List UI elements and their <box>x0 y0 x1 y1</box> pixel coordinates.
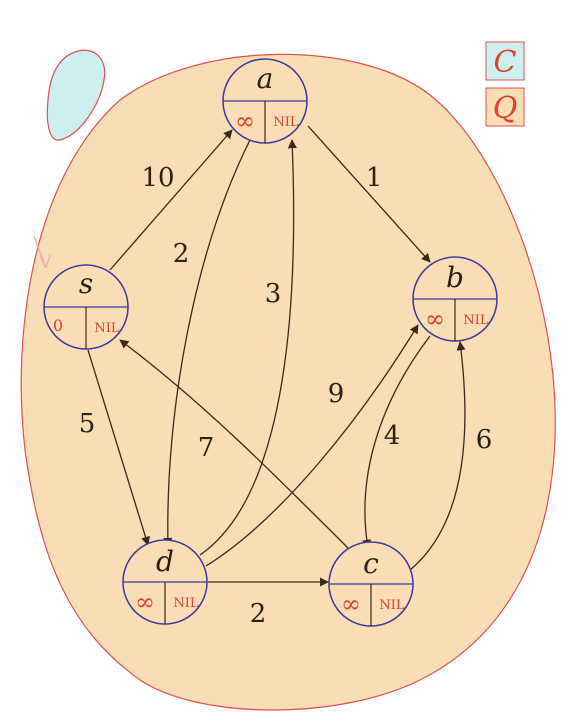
legend: C Q <box>485 41 525 127</box>
node-d-name: d <box>156 545 174 578</box>
weight-c-s: 7 <box>198 433 215 463</box>
node-c: c ∞ NIL <box>328 541 414 627</box>
edge-a-b <box>307 125 431 263</box>
node-s-pred: NIL <box>94 321 120 336</box>
edges <box>87 125 466 587</box>
legend-item-q: Q <box>485 87 525 127</box>
weight-a-d: 2 <box>173 239 190 269</box>
node-d-pred: NIL <box>173 596 199 611</box>
legend-label-q: Q <box>493 91 518 126</box>
node-c-dist: ∞ <box>341 590 361 618</box>
node-d: d ∞ NIL <box>122 539 208 625</box>
weight-d-c: 2 <box>250 599 267 629</box>
edge-b-c <box>362 335 431 549</box>
edge-d-a <box>199 139 297 556</box>
node-b-pred: NIL <box>463 313 489 328</box>
legend-item-c: C <box>485 41 525 81</box>
node-b: b ∞ NIL <box>412 256 498 342</box>
start-arrow <box>33 235 51 269</box>
weight-s-a: 10 <box>141 163 174 193</box>
region-c <box>46 49 106 141</box>
node-d-dist: ∞ <box>135 588 155 616</box>
node-s-name: s <box>79 267 93 300</box>
legend-swatch-c <box>485 41 525 81</box>
edge-weights: 10 1 2 3 5 7 9 4 6 2 <box>79 163 493 629</box>
node-a-name: a <box>257 62 274 95</box>
node-s-dist: 0 <box>53 316 63 335</box>
weight-d-b: 9 <box>328 379 345 409</box>
legend-label-c: C <box>494 45 517 80</box>
node-c-pred: NIL <box>379 598 405 613</box>
edge-a-d <box>163 139 251 547</box>
edge-s-a <box>109 129 233 271</box>
node-b-name: b <box>446 261 464 294</box>
legend-swatch-q <box>485 87 525 127</box>
node-a-dist: ∞ <box>235 107 255 135</box>
region-q <box>20 53 556 711</box>
node-s: s 0 NIL <box>43 264 129 350</box>
weight-a-b: 1 <box>366 163 383 193</box>
weight-c-b: 6 <box>476 425 493 455</box>
node-a: a ∞ NIL <box>222 58 308 144</box>
node-b-dist: ∞ <box>425 305 445 333</box>
edge-c-s <box>119 339 349 549</box>
node-a-pred: NIL <box>273 115 299 130</box>
weight-s-d: 5 <box>79 409 96 439</box>
weight-d-a: 3 <box>265 279 282 309</box>
edge-c-b <box>409 341 466 571</box>
edge-d-b <box>205 324 419 567</box>
node-c-name: c <box>363 547 379 580</box>
weight-b-c: 4 <box>384 421 401 451</box>
edge-s-d <box>87 349 150 546</box>
